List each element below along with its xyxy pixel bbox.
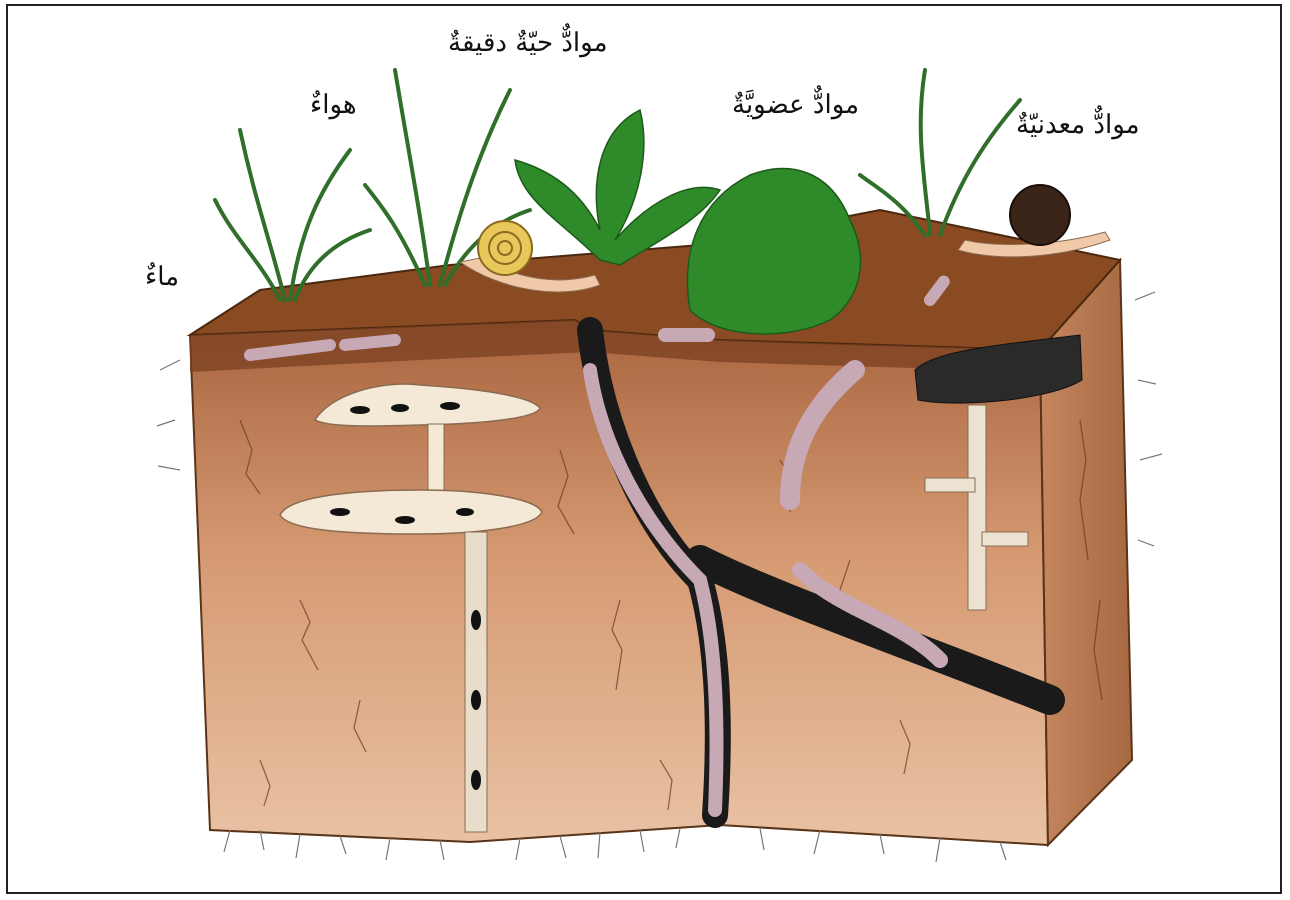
earthworm-surface-2 <box>345 340 395 345</box>
label-minerals: موادٌّ معدنيّةٌ <box>1016 110 1140 140</box>
label-water: ماءٌ <box>145 262 179 292</box>
ant-chamber-lower <box>280 490 542 534</box>
ant-shaft-upper <box>428 424 444 494</box>
label-air: هواءٌ <box>310 90 357 120</box>
label-organic-matter: موادٌّ عضويَّةٌ <box>732 90 859 120</box>
snail-right <box>958 185 1110 257</box>
fern <box>515 110 720 265</box>
label-micro-organisms: موادٌّ حيّةٌ دقيقةٌ <box>448 28 608 58</box>
grass-left <box>215 130 370 300</box>
